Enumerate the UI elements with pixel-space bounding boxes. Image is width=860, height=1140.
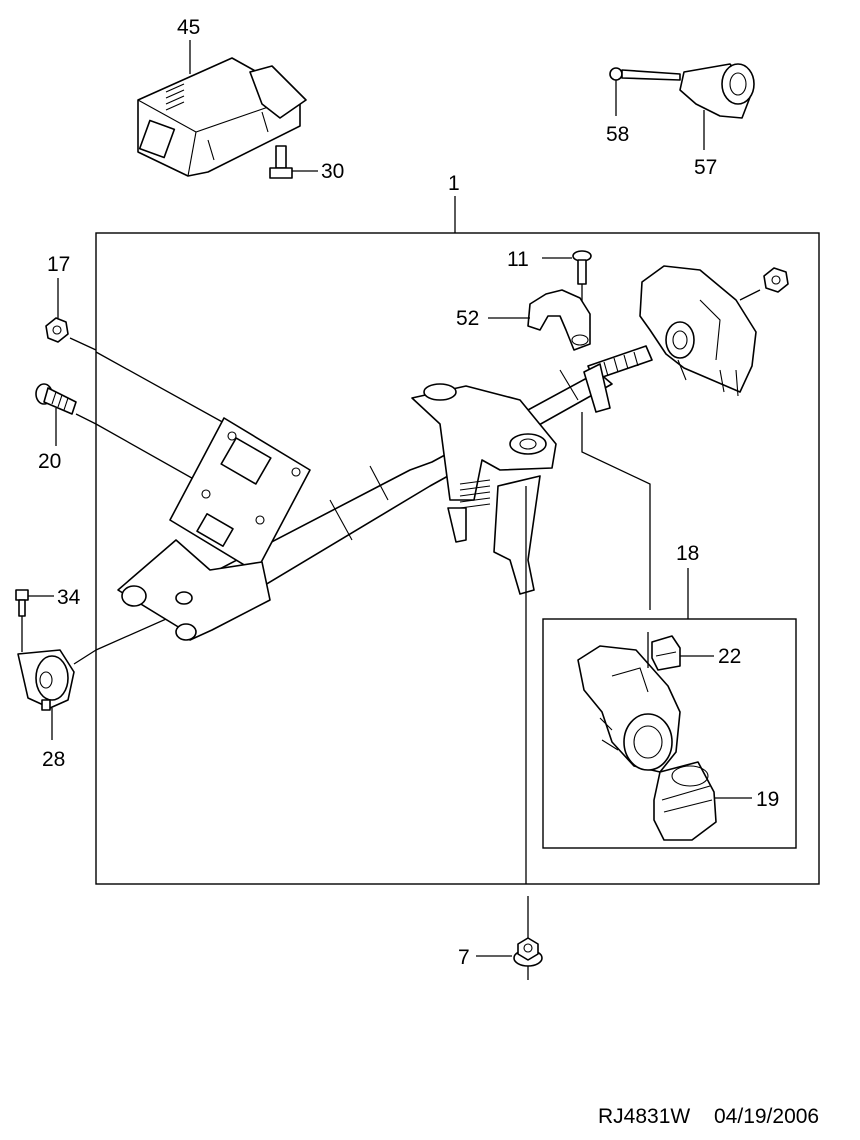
callout-28: 28 [42, 748, 65, 771]
assembly-frame [95, 232, 820, 885]
callout-58: 58 [606, 123, 629, 146]
part-17-nut [45, 278, 97, 351]
part-45-module [137, 40, 307, 177]
part-58-screw [609, 67, 681, 116]
ignition-switch-frame [542, 618, 797, 849]
part-57-lock-cylinder [679, 63, 755, 150]
diagram-code: RJ4831W [598, 1105, 690, 1128]
part-20-bolt [35, 383, 97, 446]
callout-18: 18 [676, 542, 699, 565]
part-28-cam [17, 649, 97, 740]
part-19-cylinder [653, 761, 752, 841]
callout-22: 22 [718, 645, 741, 668]
callout-11: 11 [507, 248, 529, 271]
callout-52: 52 [456, 307, 479, 330]
callout-20: 20 [38, 450, 61, 473]
part-30-screw [269, 145, 318, 179]
part-22-connector [651, 635, 714, 671]
diagram-date: 04/19/2006 [714, 1105, 819, 1128]
callout-57: 57 [694, 156, 717, 179]
part-1-steering-column [95, 265, 789, 651]
callout-17: 17 [47, 253, 70, 276]
part-7-nut [476, 937, 543, 980]
callout-19: 19 [756, 788, 779, 811]
callout-1: 1 [448, 172, 460, 195]
part-52-clip [488, 289, 591, 351]
callout-34: 34 [57, 586, 81, 609]
part-18-ignition-switch [577, 632, 681, 773]
leader-switch-link [581, 412, 651, 610]
callout-7: 7 [458, 946, 470, 969]
part-34-screw [15, 589, 54, 652]
callout-45: 45 [177, 16, 200, 39]
callout-30: 30 [321, 160, 344, 183]
